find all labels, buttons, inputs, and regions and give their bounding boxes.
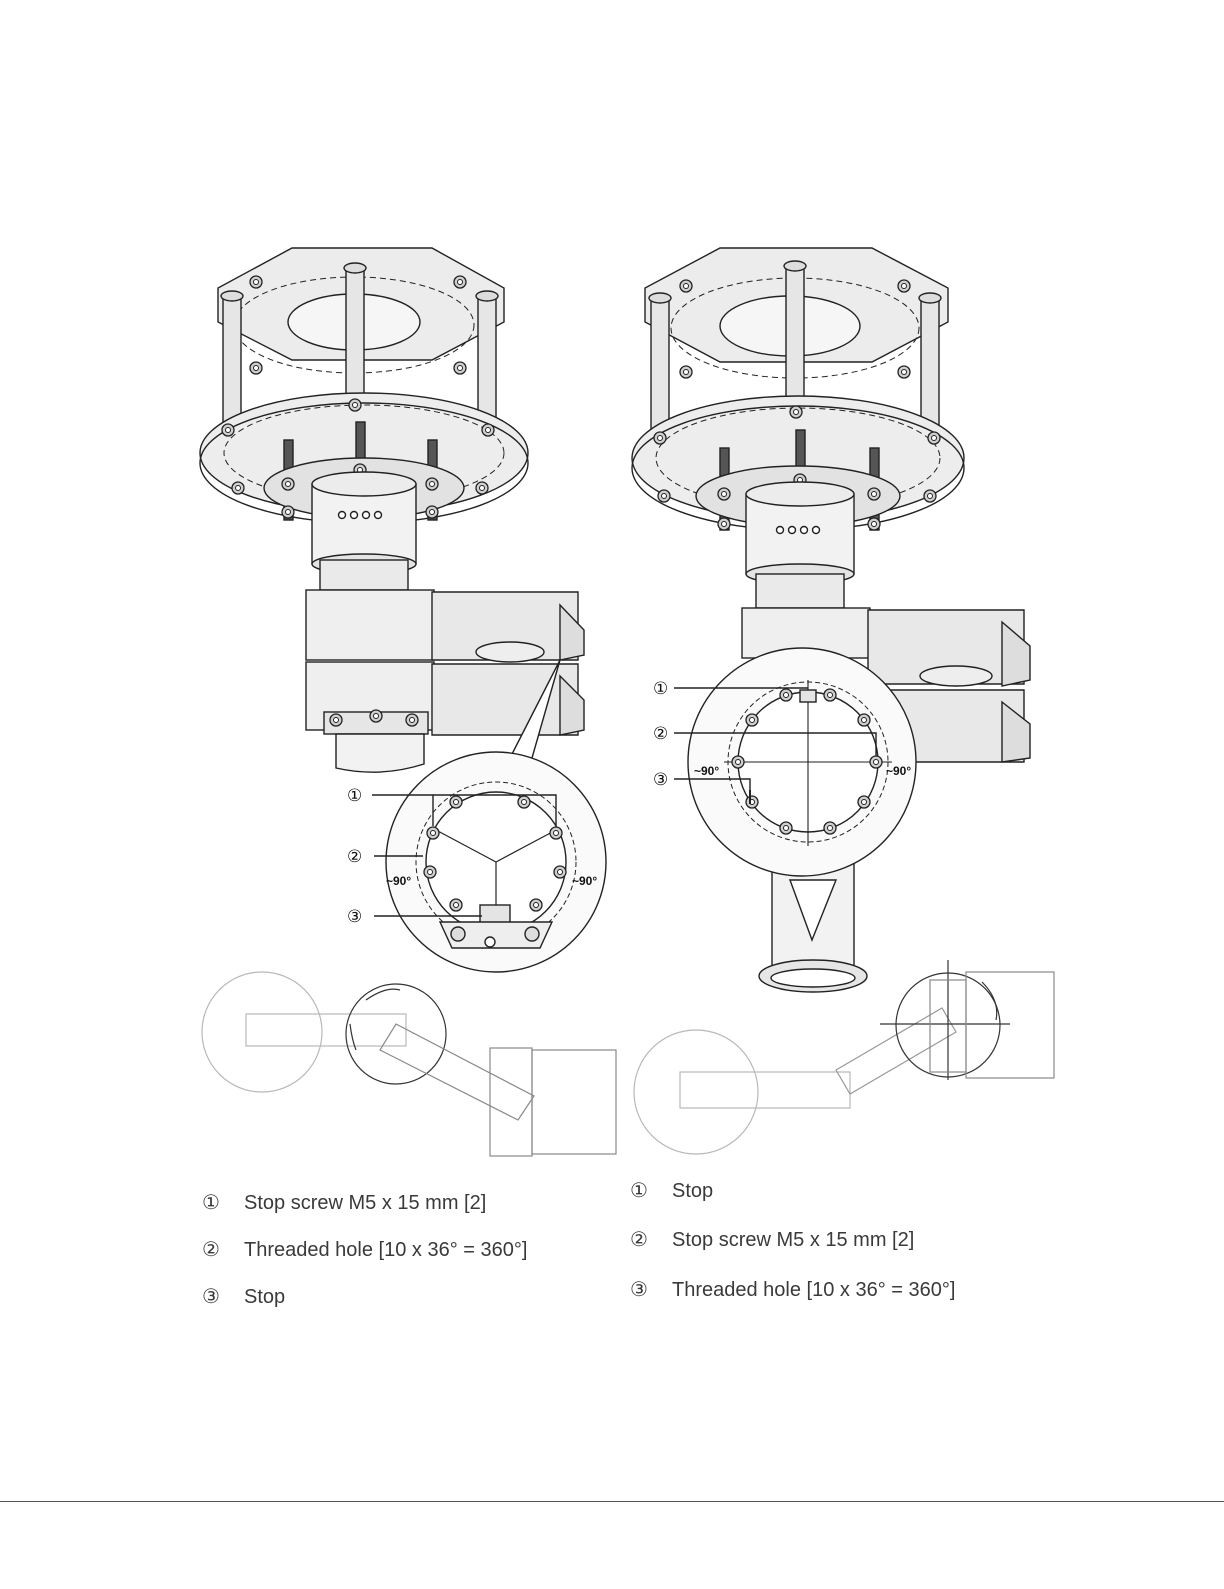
left-angle-label-left: ~90° bbox=[386, 874, 411, 888]
right-legend-text: Stop bbox=[672, 1180, 713, 1202]
right-legend-marker: ③ bbox=[630, 1277, 672, 1302]
right-callout-2: ② bbox=[653, 724, 668, 743]
left-assembly bbox=[200, 248, 606, 972]
footer-rule bbox=[0, 1501, 1224, 1502]
left-callout-2: ② bbox=[347, 847, 362, 866]
right-legend-marker: ① bbox=[630, 1178, 672, 1203]
left-legend-marker: ② bbox=[202, 1237, 244, 1262]
left-legend-marker: ③ bbox=[202, 1284, 244, 1309]
right-callout-3: ③ bbox=[653, 770, 668, 789]
left-angle-label-right: ~90° bbox=[572, 874, 597, 888]
right-angle-label-right: ~90° bbox=[886, 764, 911, 778]
left-top-view bbox=[202, 972, 616, 1156]
left-legend-marker: ① bbox=[202, 1190, 244, 1215]
left-legend-text: Stop bbox=[244, 1286, 285, 1308]
left-legend-text: Stop screw M5 x 15 mm [2] bbox=[244, 1192, 486, 1214]
left-legend-text: Threaded hole [10 x 36° = 360°] bbox=[244, 1239, 527, 1261]
right-callout-1: ① bbox=[653, 679, 668, 698]
left-callout-1: ① bbox=[347, 786, 362, 805]
right-legend-text: Stop screw M5 x 15 mm [2] bbox=[672, 1229, 914, 1251]
right-assembly bbox=[632, 248, 1030, 992]
right-angle-label-left: ~90° bbox=[694, 764, 719, 778]
left-callout-3: ③ bbox=[347, 907, 362, 926]
left-bracket-upper bbox=[306, 590, 434, 660]
right-legend-text: Threaded hole [10 x 36° = 360°] bbox=[672, 1279, 955, 1301]
right-legend-marker: ② bbox=[630, 1227, 672, 1252]
